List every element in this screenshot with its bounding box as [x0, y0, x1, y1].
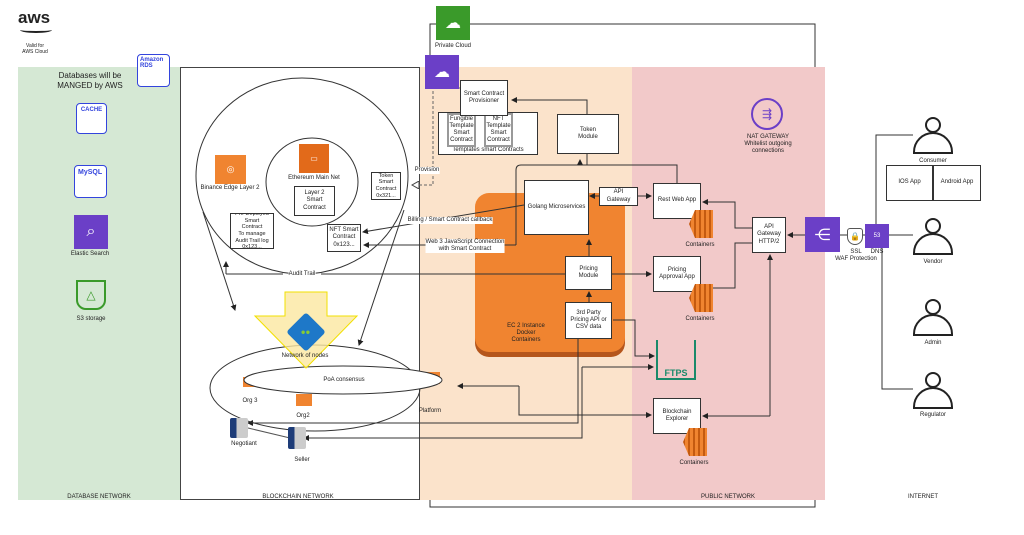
admin-label: Admin: [924, 340, 942, 346]
nat-gateway-label: NAT GATEWAY Whitelist outgoing connectio…: [744, 134, 792, 155]
binance-icon: ◎: [215, 155, 246, 184]
regulator-user-icon: [913, 370, 953, 410]
ftps-label: FTPS: [664, 368, 688, 378]
rds-icon: Amazon RDS: [137, 54, 170, 87]
database-title: Databases will be MANGED by AWS: [57, 71, 123, 90]
nat-gateway-icon: ⇶: [751, 98, 783, 130]
provision-label: Provision: [414, 167, 440, 175]
consumer-label: Consumer: [919, 158, 947, 164]
seller-computer-icon: [288, 427, 306, 449]
org3-label: Org 3: [242, 398, 258, 404]
regulator-label: Regulator: [919, 412, 947, 418]
ios-app[interactable]: IOS App: [886, 165, 933, 201]
api-gateway-http2[interactable]: API Gateway HTTP/2: [752, 217, 786, 253]
aws-caption: Valid for AWS Cloud: [22, 43, 48, 55]
ec2-instance-label: EC 2 Instance Docker Containers: [507, 323, 545, 344]
load-balancer-icon: ⋲: [805, 217, 840, 252]
private-cloud-label: Private Cloud: [434, 43, 472, 49]
poa-consensus-label: PoA consensus: [323, 377, 365, 383]
ssl-waf-label: SSL WAF Protection: [835, 249, 877, 263]
ethereum-label: Ethereum Main Net: [288, 175, 340, 181]
seller-label: Seller: [294, 457, 310, 463]
api-gateway-internal[interactable]: API Gateway: [599, 187, 638, 206]
consumer-user-icon: [913, 115, 953, 155]
containers-icon: [689, 210, 713, 238]
public-network-label: PUBLIC NETWORK: [700, 494, 756, 500]
dns-label: DNS: [870, 249, 884, 255]
cache-icon: CACHE: [76, 103, 107, 134]
third-party-pricing[interactable]: 3rd Party Pricing API or CSV data: [565, 302, 612, 339]
nft-template-doc[interactable]: NFT Template Smart Contract: [484, 113, 513, 147]
pricing-module[interactable]: Pricing Module: [565, 256, 612, 290]
internet-label: INTERNET: [908, 494, 938, 500]
templates-label: Templates smart Contracts: [452, 146, 524, 153]
android-app[interactable]: Android App: [933, 165, 981, 201]
s3-bucket-icon: △: [76, 280, 106, 310]
vendor-label: Vendor: [923, 259, 943, 265]
aws-smile-icon: [20, 27, 52, 33]
binance-label: Binance Edge Layer 2: [200, 185, 260, 193]
pricing-approval-app[interactable]: Pricing Approval App: [653, 256, 701, 292]
containers-label: Containers: [685, 242, 715, 248]
admin-user-icon: [913, 297, 953, 337]
predeployed-smart-contract[interactable]: Pre-Deployed Smart Contract To manage Au…: [230, 213, 274, 249]
negotiant-computer-icon: [230, 418, 248, 438]
vpc-shield-cloud-icon: ☁: [425, 55, 459, 89]
s3-storage-label: S3 storage: [76, 316, 106, 322]
web3-connection-label: Web 3 JavaScript Connection with Smart C…: [425, 239, 505, 254]
network-nodes-label: Network of nodes: [281, 353, 329, 359]
dns-route53-icon: 53: [865, 224, 889, 248]
nft-smart-contract[interactable]: NFT Smart Contract 0x123...: [327, 224, 361, 252]
fungible-template-doc[interactable]: Fungible Template Smart Contract: [447, 113, 476, 147]
audit-trail-label: Audit Trail: [288, 271, 316, 279]
dns-badge: 53: [873, 233, 881, 239]
private-cloud-icon: ☁: [436, 6, 470, 40]
org2-label: Org2: [296, 413, 310, 419]
ethereum-icon: ▭: [299, 144, 329, 173]
aws-logo: aws: [18, 8, 51, 27]
layer2-smart-contract[interactable]: Layer 2 Smart Contract: [294, 186, 335, 216]
elastic-search-icon: ⌕: [74, 215, 108, 249]
ftps-icon: FTPS: [656, 340, 696, 380]
ssl-shield-icon: 🔒: [847, 228, 863, 245]
containers-label: Containers: [685, 316, 715, 322]
database-network-label: DATABASE NETWORK: [67, 494, 131, 500]
vendor-user-icon: [913, 216, 953, 256]
golang-microservices[interactable]: Golang Microservices: [524, 180, 589, 235]
smart-contract-provisioner[interactable]: Smart Contract Provisioner: [460, 80, 508, 116]
negotiant-label: Negotiant: [231, 441, 257, 447]
mysql-icon: MySQL: [74, 165, 107, 198]
elastic-search-label: Elastic Search: [70, 251, 110, 257]
billing-callback-label: Billing / Smart Contract callback: [407, 217, 493, 225]
platform-label: Platform: [418, 408, 442, 414]
rest-web-app[interactable]: Rest Web App: [653, 183, 701, 219]
token-module[interactable]: Token Module: [557, 114, 619, 154]
token-smart-contract[interactable]: Token Smart Contract 0x321...: [371, 172, 401, 200]
blockchain-network-label: BLOCKCHAIN NETWORK: [262, 494, 334, 500]
containers-label: Containers: [679, 460, 709, 466]
